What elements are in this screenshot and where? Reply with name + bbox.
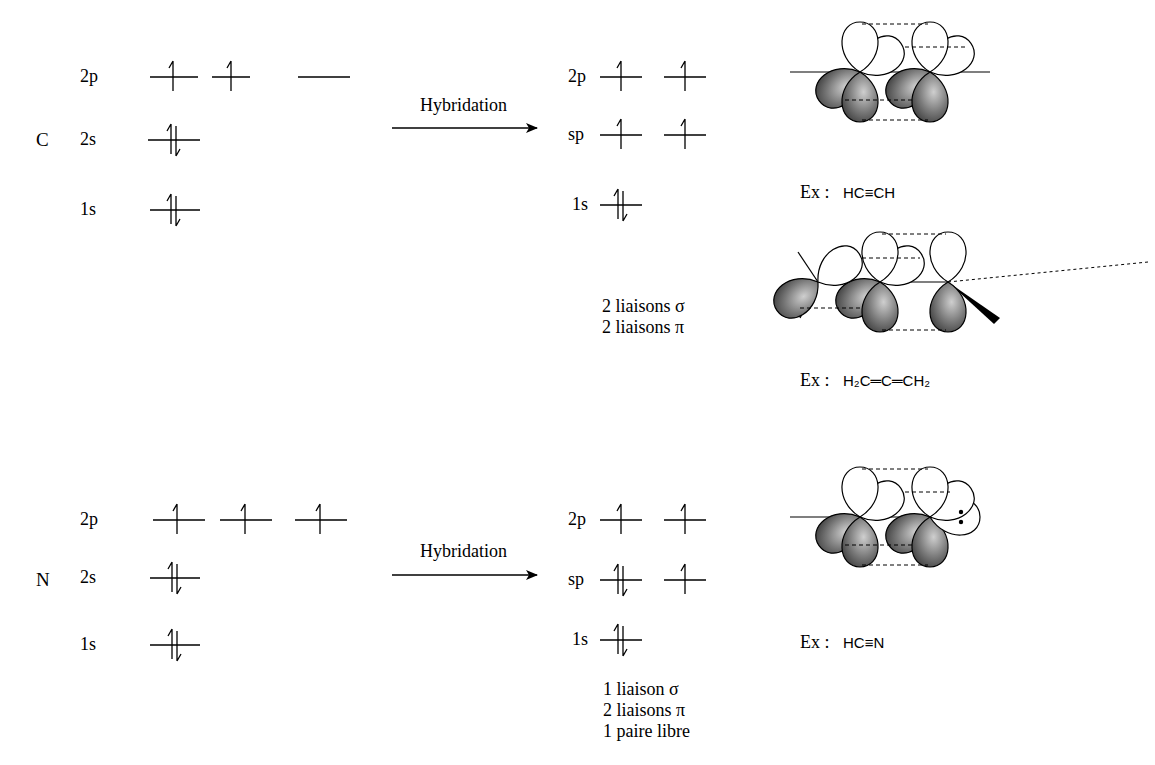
bond-count: 1 paire libre <box>603 722 690 742</box>
arrow-label: Hybridation <box>420 96 507 116</box>
energy-levels <box>148 77 706 210</box>
electrons <box>167 61 685 226</box>
orbital-label: 1s <box>572 630 588 650</box>
orbital-label: 1s <box>80 635 96 655</box>
orbital-label: 2p <box>80 510 98 530</box>
orbital-label: 1s <box>572 195 588 215</box>
example-formula: HC≡CH <box>843 185 895 202</box>
example-label: Ex : <box>800 371 830 391</box>
electrons <box>168 504 685 661</box>
bond-count: 2 liaisons π <box>603 701 685 721</box>
element-symbol: N <box>36 570 50 591</box>
acetylene-orbitals <box>790 22 990 122</box>
orbital-label: 2s <box>80 130 96 150</box>
orbital-label: 2s <box>80 568 96 588</box>
orbital-label: 1s <box>80 200 96 220</box>
bond-count: 1 liaison σ <box>603 680 679 700</box>
example-label: Ex : <box>800 633 830 653</box>
orbital-label: 2p <box>568 510 586 530</box>
orbital-label: sp <box>568 570 584 590</box>
example-formula: HC≡N <box>843 635 884 652</box>
orbital-label: sp <box>568 125 584 145</box>
example-label: Ex : <box>800 183 830 203</box>
element-symbol: C <box>36 130 49 151</box>
bond-count: 2 liaisons π <box>602 318 684 338</box>
bond-count: 2 liaisons σ <box>602 297 685 317</box>
allene-orbitals <box>767 232 1148 332</box>
orbital-label: 2p <box>80 67 98 87</box>
arrow-label: Hybridation <box>420 542 507 562</box>
hcn-orbitals <box>790 467 981 567</box>
example-formula: H₂C═C═CH₂ <box>843 373 930 390</box>
orbital-label: 2p <box>568 67 586 87</box>
